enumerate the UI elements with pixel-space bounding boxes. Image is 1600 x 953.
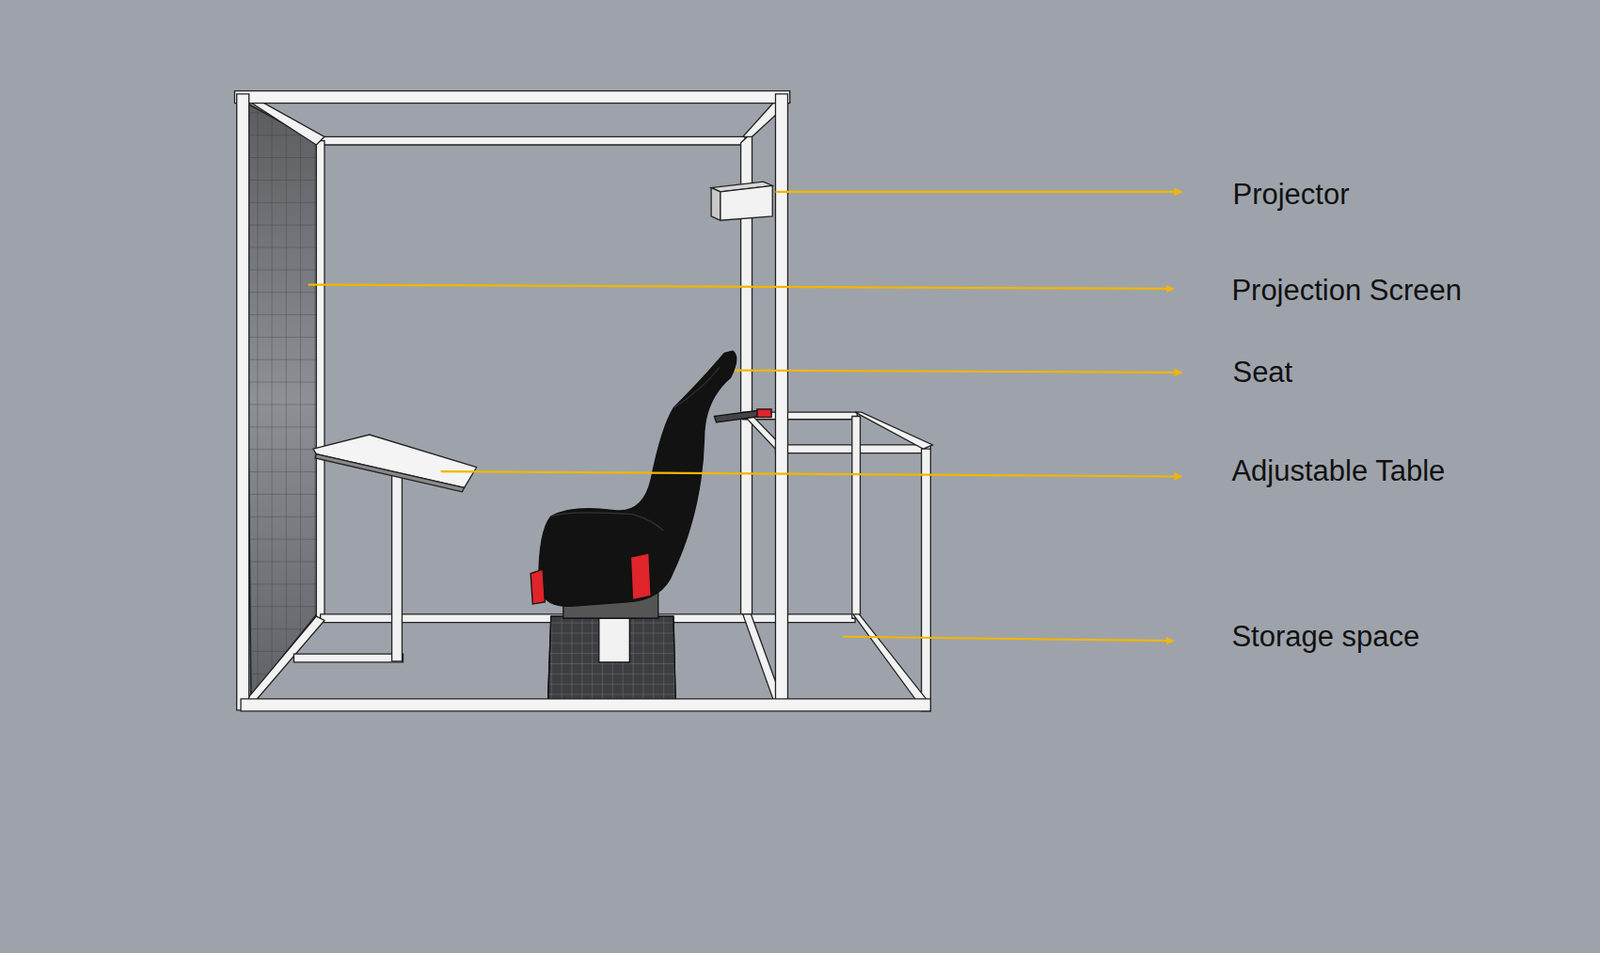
seat <box>630 553 651 601</box>
leader-arrow <box>441 471 1183 476</box>
projection-screen <box>244 101 318 696</box>
leader-arrow <box>734 370 1182 373</box>
projection-screen <box>244 101 318 696</box>
frame-back <box>240 95 856 707</box>
adjustable-table <box>293 434 476 663</box>
part-label: Seat <box>1232 356 1293 389</box>
seat <box>551 512 664 531</box>
storage-frame <box>853 614 929 707</box>
storage-frame <box>855 411 933 449</box>
frame-front <box>240 698 931 712</box>
frame-back <box>316 141 325 619</box>
part-label: Storage space <box>1231 620 1420 653</box>
adjustable-table <box>293 653 403 663</box>
storage-frame <box>921 448 932 712</box>
leader-arrow <box>842 636 1173 641</box>
storage-frame <box>743 411 934 712</box>
leader-arrow <box>308 285 1174 289</box>
storage-frame <box>852 416 861 619</box>
frame-front <box>775 94 788 711</box>
seat <box>673 366 720 408</box>
seat <box>530 350 772 700</box>
seat <box>538 350 737 606</box>
part-label: Projector <box>1232 178 1349 211</box>
projector <box>720 185 773 221</box>
projector <box>711 188 721 222</box>
frame-front <box>237 94 250 711</box>
frame-front <box>235 91 791 104</box>
seat <box>757 409 772 418</box>
projection-screen <box>244 101 318 696</box>
seat <box>530 569 545 604</box>
seat <box>548 616 677 700</box>
adjustable-table <box>315 454 464 492</box>
adjustable-table <box>392 463 403 661</box>
part-label: Projection Screen <box>1231 274 1462 307</box>
frame-back <box>316 136 745 145</box>
leader-arrow <box>308 191 1183 641</box>
seat <box>599 616 631 663</box>
part-label: Adjustable Table <box>1231 455 1445 488</box>
seat <box>713 410 761 423</box>
frame-front <box>235 91 932 712</box>
projector <box>711 181 773 221</box>
leader-arrow <box>775 190 1182 193</box>
seat <box>548 616 677 700</box>
